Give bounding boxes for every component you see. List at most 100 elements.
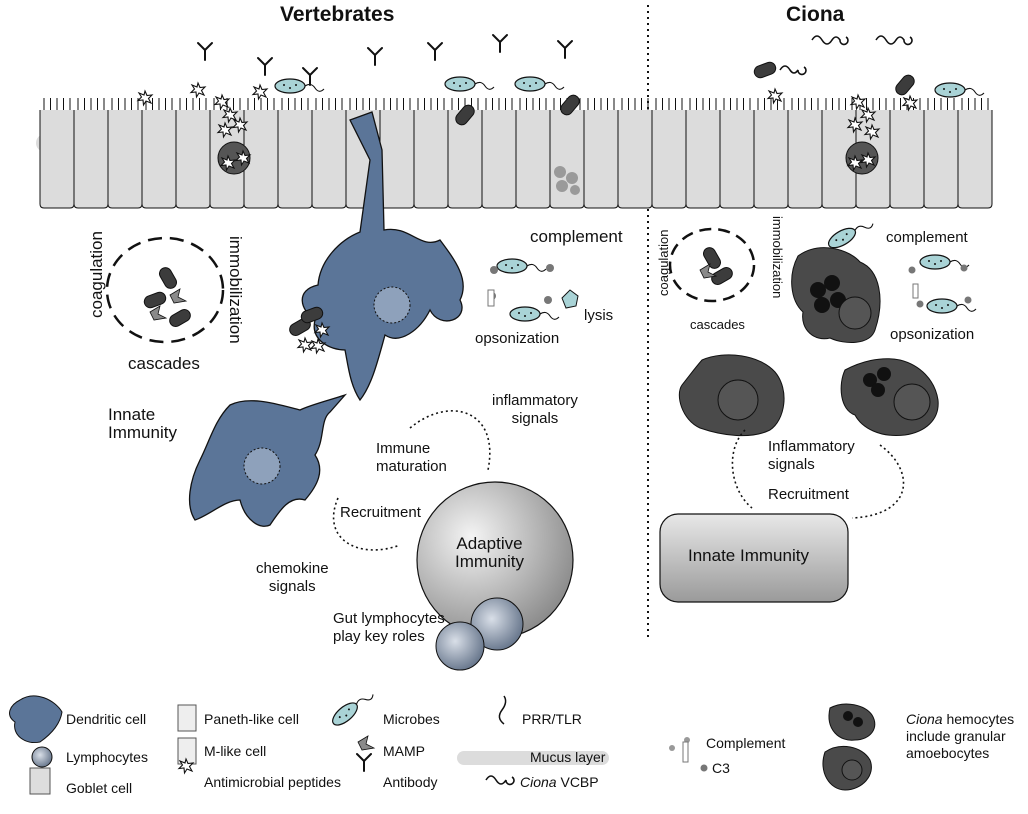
epithelial-cell (787, 110, 823, 209)
epithelium (39, 98, 993, 209)
microvilli (587, 98, 615, 110)
signal-arrows (332, 410, 491, 551)
epithelial-cell (651, 110, 687, 209)
microvilli (383, 98, 411, 110)
legend-icons (9, 686, 876, 795)
chemokine-line-1: chemokine (256, 560, 329, 577)
label-immobilization-ciona: immobilization (770, 216, 785, 299)
epithelial-cell (277, 110, 313, 209)
coagulation-ring-ciona (668, 227, 756, 303)
epithelial-cell (685, 110, 721, 209)
vcbp (779, 35, 913, 76)
epithelial-cell (923, 110, 959, 209)
coagulation-clot (142, 264, 194, 330)
hemocyte-granules (810, 275, 846, 313)
legend-microbes: Microbes (383, 711, 440, 727)
label-gut-lymphocytes: Gut lymphocytes play key roles (333, 610, 445, 646)
epithelial-cell (481, 110, 517, 209)
opsonization-group-ciona (908, 254, 977, 314)
epithelial-cell (447, 110, 483, 209)
legend-lymphocytes: Lymphocytes (66, 749, 148, 765)
microvilli (451, 98, 479, 110)
label-adaptive-immunity: Adaptive Immunity (455, 535, 524, 571)
amp-cluster (286, 305, 330, 354)
label-recruitment-ciona: Recruitment (768, 486, 849, 503)
legend-c3: C3 (712, 760, 730, 776)
chemokine-line-2: signals (268, 578, 316, 595)
label-coagulation-ciona: coagulation (656, 229, 671, 297)
label-lysis: lysis (584, 307, 614, 324)
epithelial-cell (141, 110, 177, 209)
microvilli (825, 98, 853, 110)
legend-vcbp: Ciona VCBP (520, 774, 599, 790)
coagulation-clot-ciona (699, 244, 736, 288)
label-inflammatory-ciona: Inflammatory signals (768, 438, 855, 474)
epithelial-cell (413, 110, 449, 209)
microvilli (247, 98, 275, 110)
label-recruitment: Recruitment (340, 504, 421, 521)
legend-goblet: Goblet cell (66, 780, 133, 796)
lymphocyte (435, 621, 485, 671)
label-inflammatory-signals: inflammatory signals (492, 392, 578, 428)
label-innate-immunity: Innate Immunity (108, 406, 177, 442)
label-innate-immunity-ciona: Innate Immunity (688, 546, 809, 565)
lymphocyte (470, 597, 524, 651)
coagulation-ring (105, 236, 225, 344)
microvilli (281, 98, 309, 110)
dendritic-cell-upper (301, 111, 464, 402)
microvilli (77, 98, 105, 110)
label-opsonization: opsonization (475, 330, 560, 347)
microvilli (485, 98, 513, 110)
microvilli (757, 98, 785, 110)
ciona-inflammatory-line-1: Inflammatory (768, 438, 855, 455)
gut-line-1: Gut lymphocytes (333, 610, 445, 627)
epithelial-cell (957, 110, 993, 209)
legend-prr: PRR/TLR (522, 711, 582, 727)
label-coagulation: coagulation (87, 231, 106, 318)
legend-hemo-italic: Ciona (906, 711, 943, 727)
epithelial-cell (549, 110, 585, 209)
legend-mlike: M-like cell (204, 743, 267, 759)
microvilli (961, 98, 989, 110)
label-cascades: cascades (128, 354, 200, 373)
maturation-line-1: Immune (376, 440, 431, 457)
epithelial-cell (719, 110, 755, 209)
maturation-line-2: maturation (376, 458, 447, 475)
epithelial-cell (107, 110, 143, 209)
gut-line-2: play key roles (333, 628, 425, 645)
legend-vcbp-italic: Ciona (520, 774, 557, 790)
legend-hemo-line-1: hemocytes (942, 711, 1015, 727)
epithelial-cell (515, 110, 551, 209)
legend-paneth: Paneth-like cell (204, 711, 299, 727)
legend-vcbp-text: VCBP (556, 774, 599, 790)
adaptive-line-1: Adaptive (456, 534, 523, 553)
label-cascades-ciona: cascades (690, 317, 745, 332)
label-opsonization-ciona: opsonization (890, 326, 975, 343)
dendritic-nucleus (243, 447, 281, 485)
microvilli (43, 98, 71, 110)
microvilli (791, 98, 819, 110)
epithelial-cell (39, 110, 75, 209)
title-ciona: Ciona (786, 3, 845, 26)
epithelial-cell (379, 110, 415, 209)
legend-mucus: Mucus layer (530, 749, 606, 765)
hemocyte-granules (863, 367, 891, 397)
epithelial-cell (311, 110, 347, 209)
epithelial-cell (617, 110, 653, 209)
microvilli (689, 98, 717, 110)
microvilli (145, 98, 173, 110)
adaptive-line-2: Immunity (455, 552, 524, 571)
microvilli (723, 98, 751, 110)
epithelial-cell (175, 110, 211, 209)
innate-line-2: Immunity (108, 423, 177, 442)
microvilli (655, 98, 683, 110)
inflammatory-line-2: signals (511, 410, 559, 427)
antibodies (197, 34, 573, 86)
microvilli (315, 98, 343, 110)
microvilli (349, 98, 377, 110)
legend-amp: Antimicrobial peptides (204, 774, 341, 790)
microvilli (111, 98, 139, 110)
label-immobilization: immobilization (226, 236, 245, 344)
legend-antibody: Antibody (383, 774, 438, 790)
dendritic-nucleus (373, 286, 411, 324)
